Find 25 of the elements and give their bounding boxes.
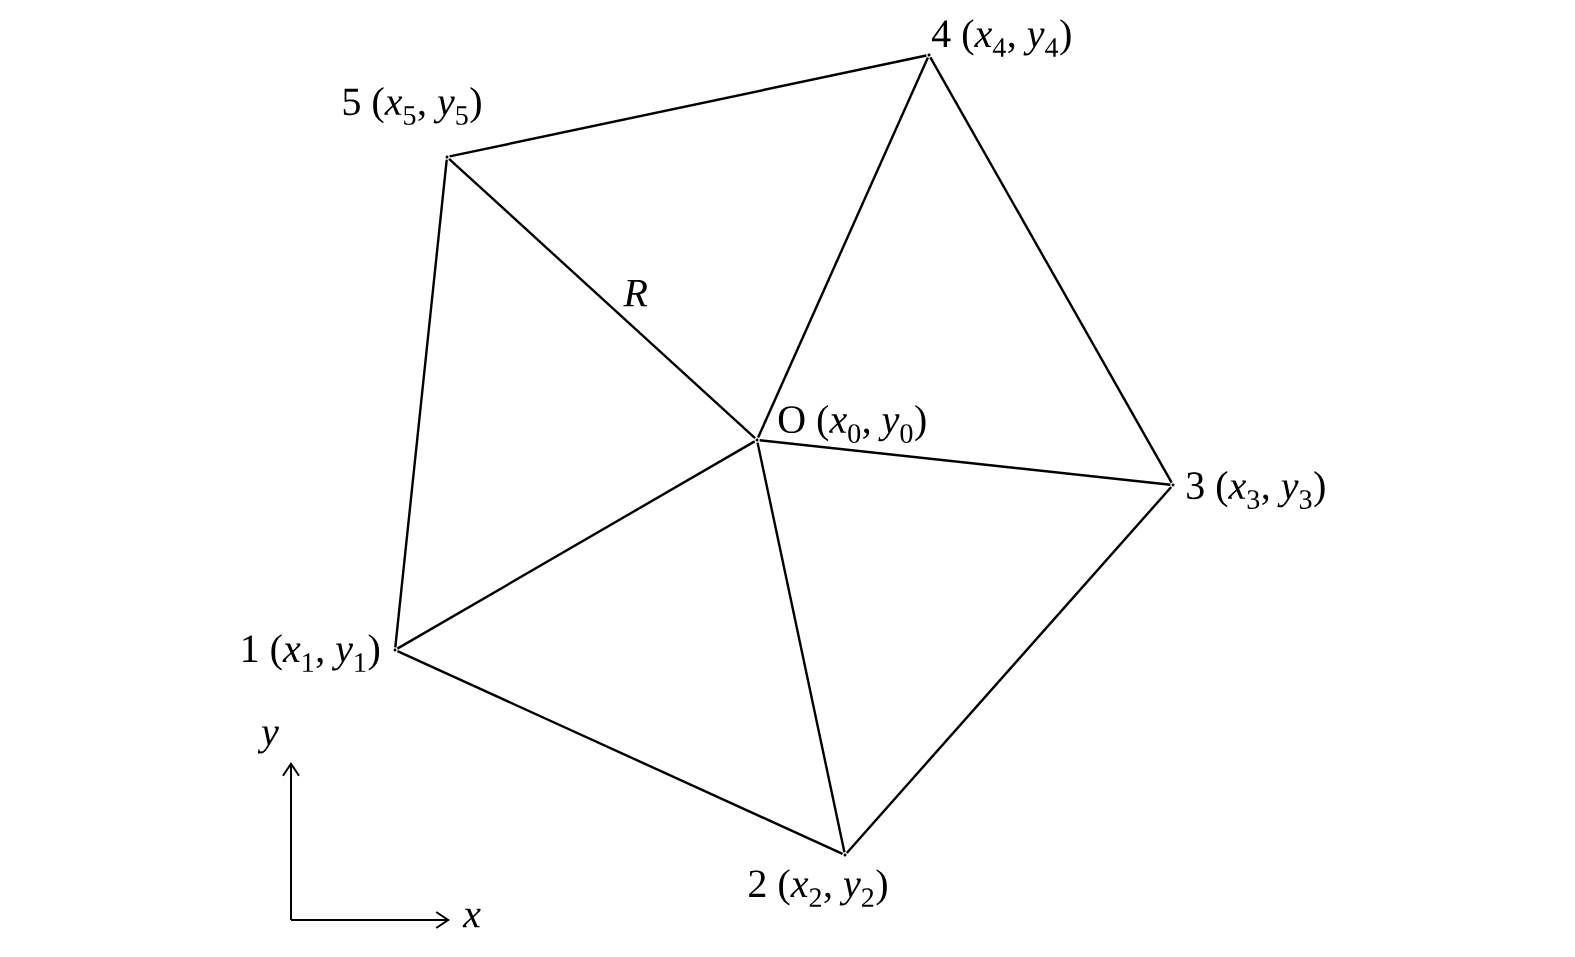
vertex-point xyxy=(927,53,931,57)
vertex-point xyxy=(1171,483,1175,487)
vertex-label: 2 (x$_{2}$, y$_{2}$) xyxy=(749,869,887,907)
mesh-line xyxy=(759,439,1171,486)
mesh-line xyxy=(757,56,929,438)
vertex-point xyxy=(445,155,449,159)
vertex-point xyxy=(843,853,847,857)
mesh-line xyxy=(929,56,1173,484)
vertex-label: O (x$_{0}$, y$_{0}$) xyxy=(778,404,926,443)
axis-label: x xyxy=(462,908,481,928)
vertex-label: 5 (x$_{5}$, y$_{5}$) xyxy=(343,87,481,125)
vertex-label: 1 (x$_{1}$, y$_{1}$) xyxy=(243,634,380,672)
vertex-label: 4 (x$_{4}$, y$_{4}$) xyxy=(932,19,1071,57)
mesh-line xyxy=(396,440,756,650)
mesh-line xyxy=(449,54,927,158)
vertex-label: 3 (x$_{3}$, y$_{3}$) xyxy=(1187,471,1325,509)
vertex-point xyxy=(755,438,759,442)
mesh-line xyxy=(448,157,756,440)
edge-label: R xyxy=(623,280,648,307)
mesh-line xyxy=(396,650,844,855)
axis-label: y xyxy=(257,726,279,754)
vertex-point xyxy=(393,648,397,652)
mesh-line xyxy=(394,159,448,648)
mesh-line xyxy=(845,486,1173,854)
mesh-line xyxy=(756,442,846,853)
